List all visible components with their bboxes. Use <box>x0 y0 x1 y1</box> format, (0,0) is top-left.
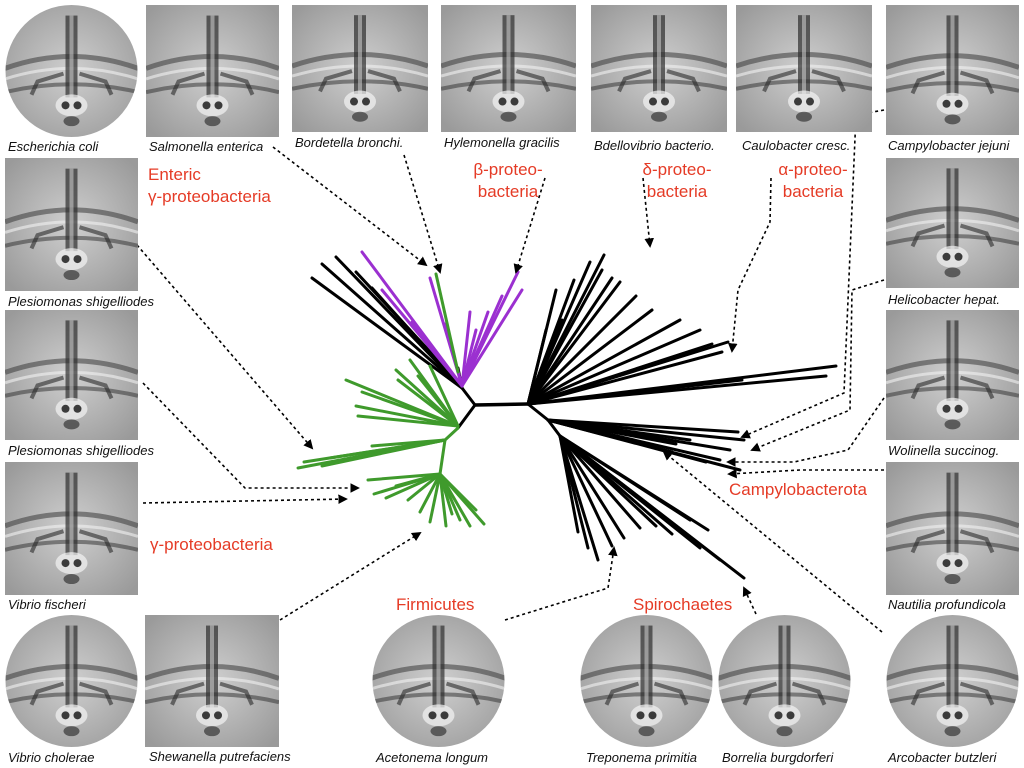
cryo-et-panel-helicobacter-hepat <box>886 158 1019 288</box>
caption-salmonella-enterica: Salmonella enterica <box>149 139 264 154</box>
cryo-et-panel-borrelia-burgdorferi <box>718 615 851 747</box>
caption-bdellovibrio-bacterio: Bdellovibrio bacterio. <box>594 138 715 153</box>
caption-vibrio-cholerae: Vibrio cholerae <box>8 750 95 765</box>
caption-campylobacter-jejuni: Campylobacter jejuni <box>888 138 1010 153</box>
caption-helicobacter-hepat: Helicobacter hepat. <box>888 292 1001 307</box>
caption-vibrio-fischeri: Vibrio fischeri <box>8 597 86 612</box>
cryo-et-panel-wolinella-succinog <box>886 310 1019 440</box>
caption-arcobacter-butzleri: Arcobacter butzleri <box>888 750 997 765</box>
label-gamma-proteobacteria: γ-proteobacteria <box>150 535 273 554</box>
caption-plesiomonas-shigelliodes-2: Plesiomonas shigelliodes <box>8 443 154 458</box>
label-firmicutes: Firmicutes <box>396 595 475 614</box>
label-enteric-gamma-proteobacteria: Enteric γ-proteobacteria <box>148 165 271 206</box>
caption-treponema-primitia: Treponema primitia <box>586 750 698 765</box>
cryo-et-panel-vibrio-cholerae <box>5 615 138 747</box>
cryo-et-panel-hylemonella-gracilis <box>441 5 576 132</box>
label-alpha-proteobacteria: α-proteo- bacteria <box>778 160 848 201</box>
caption-hylemonella-gracilis: Hylemonella gracilis <box>444 135 560 150</box>
cryo-et-panel-nautilia-profundicola <box>886 462 1019 595</box>
cryo-et-panel-plesiomonas-shigelliodes-1 <box>5 158 138 291</box>
cryo-et-panel-escherichia-coli <box>5 5 138 137</box>
cryo-et-panel-arcobacter-butzleri <box>886 615 1019 747</box>
caption-borrelia-burgdorferi: Borrelia burgdorferi <box>722 750 834 765</box>
cryo-et-panel-campylobacter-jejuni <box>886 5 1019 135</box>
cryo-et-panel-caulobacter-cresc <box>736 5 872 132</box>
cryo-et-panel-plesiomonas-shigelliodes-2 <box>5 310 138 440</box>
caption-shewanella-putrefaciens: Shewanella putrefaciens <box>149 749 291 764</box>
cryo-et-panel-vibrio-fischeri <box>5 462 138 595</box>
label-spirochaetes: Spirochaetes <box>633 595 733 614</box>
cryo-et-panel-acetonema-longum <box>371 615 506 747</box>
cryo-et-panel-shewanella-putrefaciens <box>145 615 279 747</box>
caption-nautilia-profundicola: Nautilia profundicola <box>888 597 1006 612</box>
caption-bordetella-bronchi: Bordetella bronchi. <box>295 135 404 150</box>
caption-caulobacter-cresc: Caulobacter cresc. <box>742 138 851 153</box>
cryo-et-panel-salmonella-enterica <box>146 5 279 137</box>
label-delta-proteobacteria: δ-proteo- bacteria <box>642 160 712 201</box>
caption-acetonema-longum: Acetonema longum <box>376 750 489 765</box>
cryo-et-panel-treponema-primitia <box>580 615 713 747</box>
label-beta-proteobacteria: β-proteo- bacteria <box>473 160 543 201</box>
caption-plesiomonas-shigelliodes-1: Plesiomonas shigelliodes <box>8 294 154 309</box>
cryo-et-panel-bordetella-bronchi <box>292 5 428 132</box>
label-campylobacterota: Campylobacterota <box>729 480 867 499</box>
cryo-et-panel-bdellovibrio-bacterio <box>591 5 727 132</box>
caption-wolinella-succinog: Wolinella succinog. <box>888 443 1000 458</box>
caption-escherichia-coli: Escherichia coli <box>8 139 99 154</box>
